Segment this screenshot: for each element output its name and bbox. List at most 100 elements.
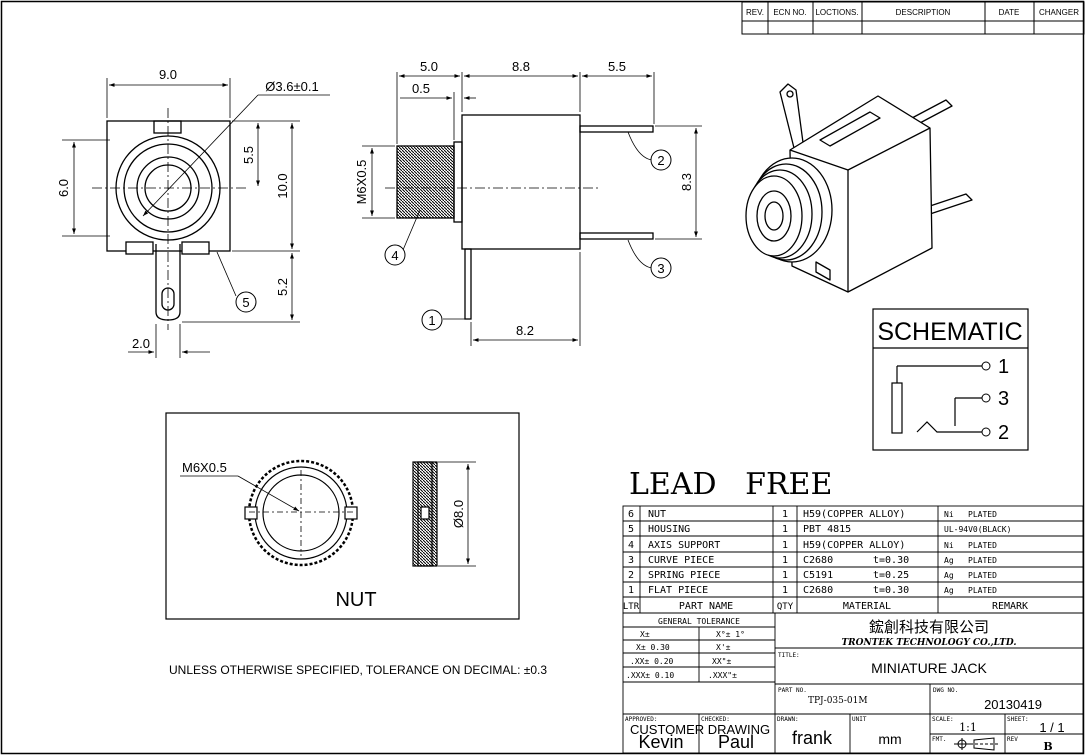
svg-text:SPRING PIECE: SPRING PIECE <box>648 570 720 581</box>
nut-diameter: Ø8.0 <box>451 500 466 528</box>
tol-row-3-b: XX"± <box>712 657 731 666</box>
nut-label: NUT <box>335 589 376 611</box>
approved-label: APPROVED: <box>625 716 658 723</box>
drawn-label: DRAWN: <box>777 716 799 723</box>
front-pin-width-dim: 2.0 <box>132 336 150 351</box>
tolerance-note: UNLESS OTHERWISE SPECIFIED, TOLERANCE ON… <box>169 663 547 677</box>
scale-value: 1:1 <box>959 721 977 734</box>
checked-label: CHECKED: <box>701 716 730 723</box>
svg-text:PLATED: PLATED <box>968 556 997 565</box>
svg-text:H59(COPPER ALLOY): H59(COPPER ALLOY) <box>803 540 905 551</box>
side-thread <box>396 145 455 219</box>
rev-value: B <box>1043 740 1052 753</box>
svg-text:4: 4 <box>628 540 634 551</box>
tol-row-2-a: X± 0.30 <box>636 643 670 652</box>
lead-free-label: LEAD FREE <box>629 467 832 502</box>
svg-text:1: 1 <box>782 585 788 596</box>
schematic-pin-2: 2 <box>998 422 1009 444</box>
svg-text:Ag: Ag <box>944 586 954 595</box>
svg-text:REMARK: REMARK <box>992 601 1028 612</box>
svg-text:1: 1 <box>782 555 788 566</box>
balloon-2 <box>650 149 672 171</box>
sheet-label: SHEET: <box>1007 716 1029 723</box>
side-height-dim: 8.3 <box>679 173 694 191</box>
front-width-dim: 9.0 <box>159 67 177 82</box>
side-bottom-dim: 8.2 <box>516 323 534 338</box>
svg-text:UL-94V0(BLACK): UL-94V0(BLACK) <box>944 525 1011 534</box>
svg-text:2: 2 <box>628 570 634 581</box>
svg-text:PBT 4815: PBT 4815 <box>803 524 851 535</box>
svg-text:PLATED: PLATED <box>968 510 997 519</box>
drawing-title: MINIATURE JACK <box>871 660 987 676</box>
tol-row-1-b: X°± 1° <box>716 630 745 639</box>
company-name-cn: 鋐創科技有限公司 <box>869 619 989 636</box>
rev-header-description: DESCRIPTION <box>896 8 951 17</box>
general-tolerance-label: GENERAL TOLERANCE <box>658 617 740 626</box>
svg-text:Ag: Ag <box>944 571 954 580</box>
nut-view <box>165 412 520 620</box>
svg-text:C2680: C2680 <box>803 555 833 566</box>
front-height-dim: 10.0 <box>275 173 290 198</box>
rev-header-ecn: ECN NO. <box>773 8 806 17</box>
balloon-5-label: 5 <box>242 295 249 310</box>
tol-row-2-b: X'± <box>716 643 731 652</box>
bom-row-1: 1 FLAT PIECE 1 C2680 t=0.30 Ag PLATED <box>628 585 997 596</box>
svg-text:PLATED: PLATED <box>968 586 997 595</box>
tol-row-4-a: .XXX± 0.10 <box>626 671 674 680</box>
svg-text:Ag: Ag <box>944 556 954 565</box>
dwg-no-label: DWG NO. <box>933 687 958 694</box>
bom-row-3: 3 CURVE PIECE 1 C2680 t=0.30 Ag PLATED <box>628 555 997 566</box>
side-thread-dim: M6X0.5 <box>354 160 369 205</box>
svg-text:HOUSING: HOUSING <box>648 524 690 535</box>
svg-text:C5191: C5191 <box>803 570 833 581</box>
balloon-4 <box>384 244 406 266</box>
svg-text:C2680: C2680 <box>803 585 833 596</box>
sheet-value: 1 / 1 <box>1039 720 1064 735</box>
svg-text:MATERIAL: MATERIAL <box>843 601 891 612</box>
projection-symbol-icon <box>954 737 998 751</box>
svg-text:5: 5 <box>628 524 634 535</box>
part-no: TPJ-035-01M <box>808 696 868 706</box>
rev-label: REV <box>1007 736 1018 743</box>
balloon-3 <box>650 257 672 279</box>
svg-text:Ni: Ni <box>944 510 954 519</box>
balloon-4-label: 4 <box>391 248 398 263</box>
bom-header-row: LTR PART NAME QTY MATERIAL REMARK <box>623 601 1028 612</box>
svg-text:NUT: NUT <box>648 509 666 520</box>
svg-text:FLAT PIECE: FLAT PIECE <box>648 585 708 596</box>
approved-by: Kevin <box>638 732 683 752</box>
bom-row-2: 2 SPRING PIECE 1 C5191 t=0.25 Ag PLATED <box>628 570 997 581</box>
svg-text:1: 1 <box>782 524 788 535</box>
rev-header-locations: LOCTIONS. <box>815 8 858 17</box>
title-block <box>622 612 1084 754</box>
balloon-5 <box>235 291 257 313</box>
svg-text:PLATED: PLATED <box>968 571 997 580</box>
bom-row-5: 5 HOUSING 1 PBT 4815 UL-94V0(BLACK) <box>628 524 1011 535</box>
scale-label: SCALE: <box>932 716 954 723</box>
rev-header-changer: CHANGER <box>1039 8 1079 17</box>
drawn-by: frank <box>792 728 833 748</box>
side-view <box>396 114 654 320</box>
side-dim-d: 0.5 <box>412 81 430 96</box>
svg-text:t=0.30: t=0.30 <box>873 585 909 596</box>
balloon-1-label: 1 <box>428 313 435 328</box>
checked-by: Paul <box>718 732 754 752</box>
svg-text:PLATED: PLATED <box>968 541 997 550</box>
svg-text:6: 6 <box>628 509 634 520</box>
svg-text:Ni: Ni <box>944 541 954 550</box>
svg-text:H59(COPPER ALLOY): H59(COPPER ALLOY) <box>803 509 905 520</box>
svg-text:AXIS SUPPORT: AXIS SUPPORT <box>648 540 720 551</box>
svg-text:QTY: QTY <box>777 602 794 612</box>
svg-text:1: 1 <box>782 540 788 551</box>
front-upper-dim: 5.5 <box>241 146 256 164</box>
side-body <box>461 114 581 250</box>
revision-block <box>741 1 1085 35</box>
balloon-2-label: 2 <box>657 153 664 168</box>
svg-text:CURVE PIECE: CURVE PIECE <box>648 555 714 566</box>
front-hole-dim: Ø3.6±0.1 <box>265 79 318 94</box>
svg-text:1: 1 <box>782 509 788 520</box>
front-left-dim: 6.0 <box>56 179 71 197</box>
front-view <box>106 120 231 321</box>
